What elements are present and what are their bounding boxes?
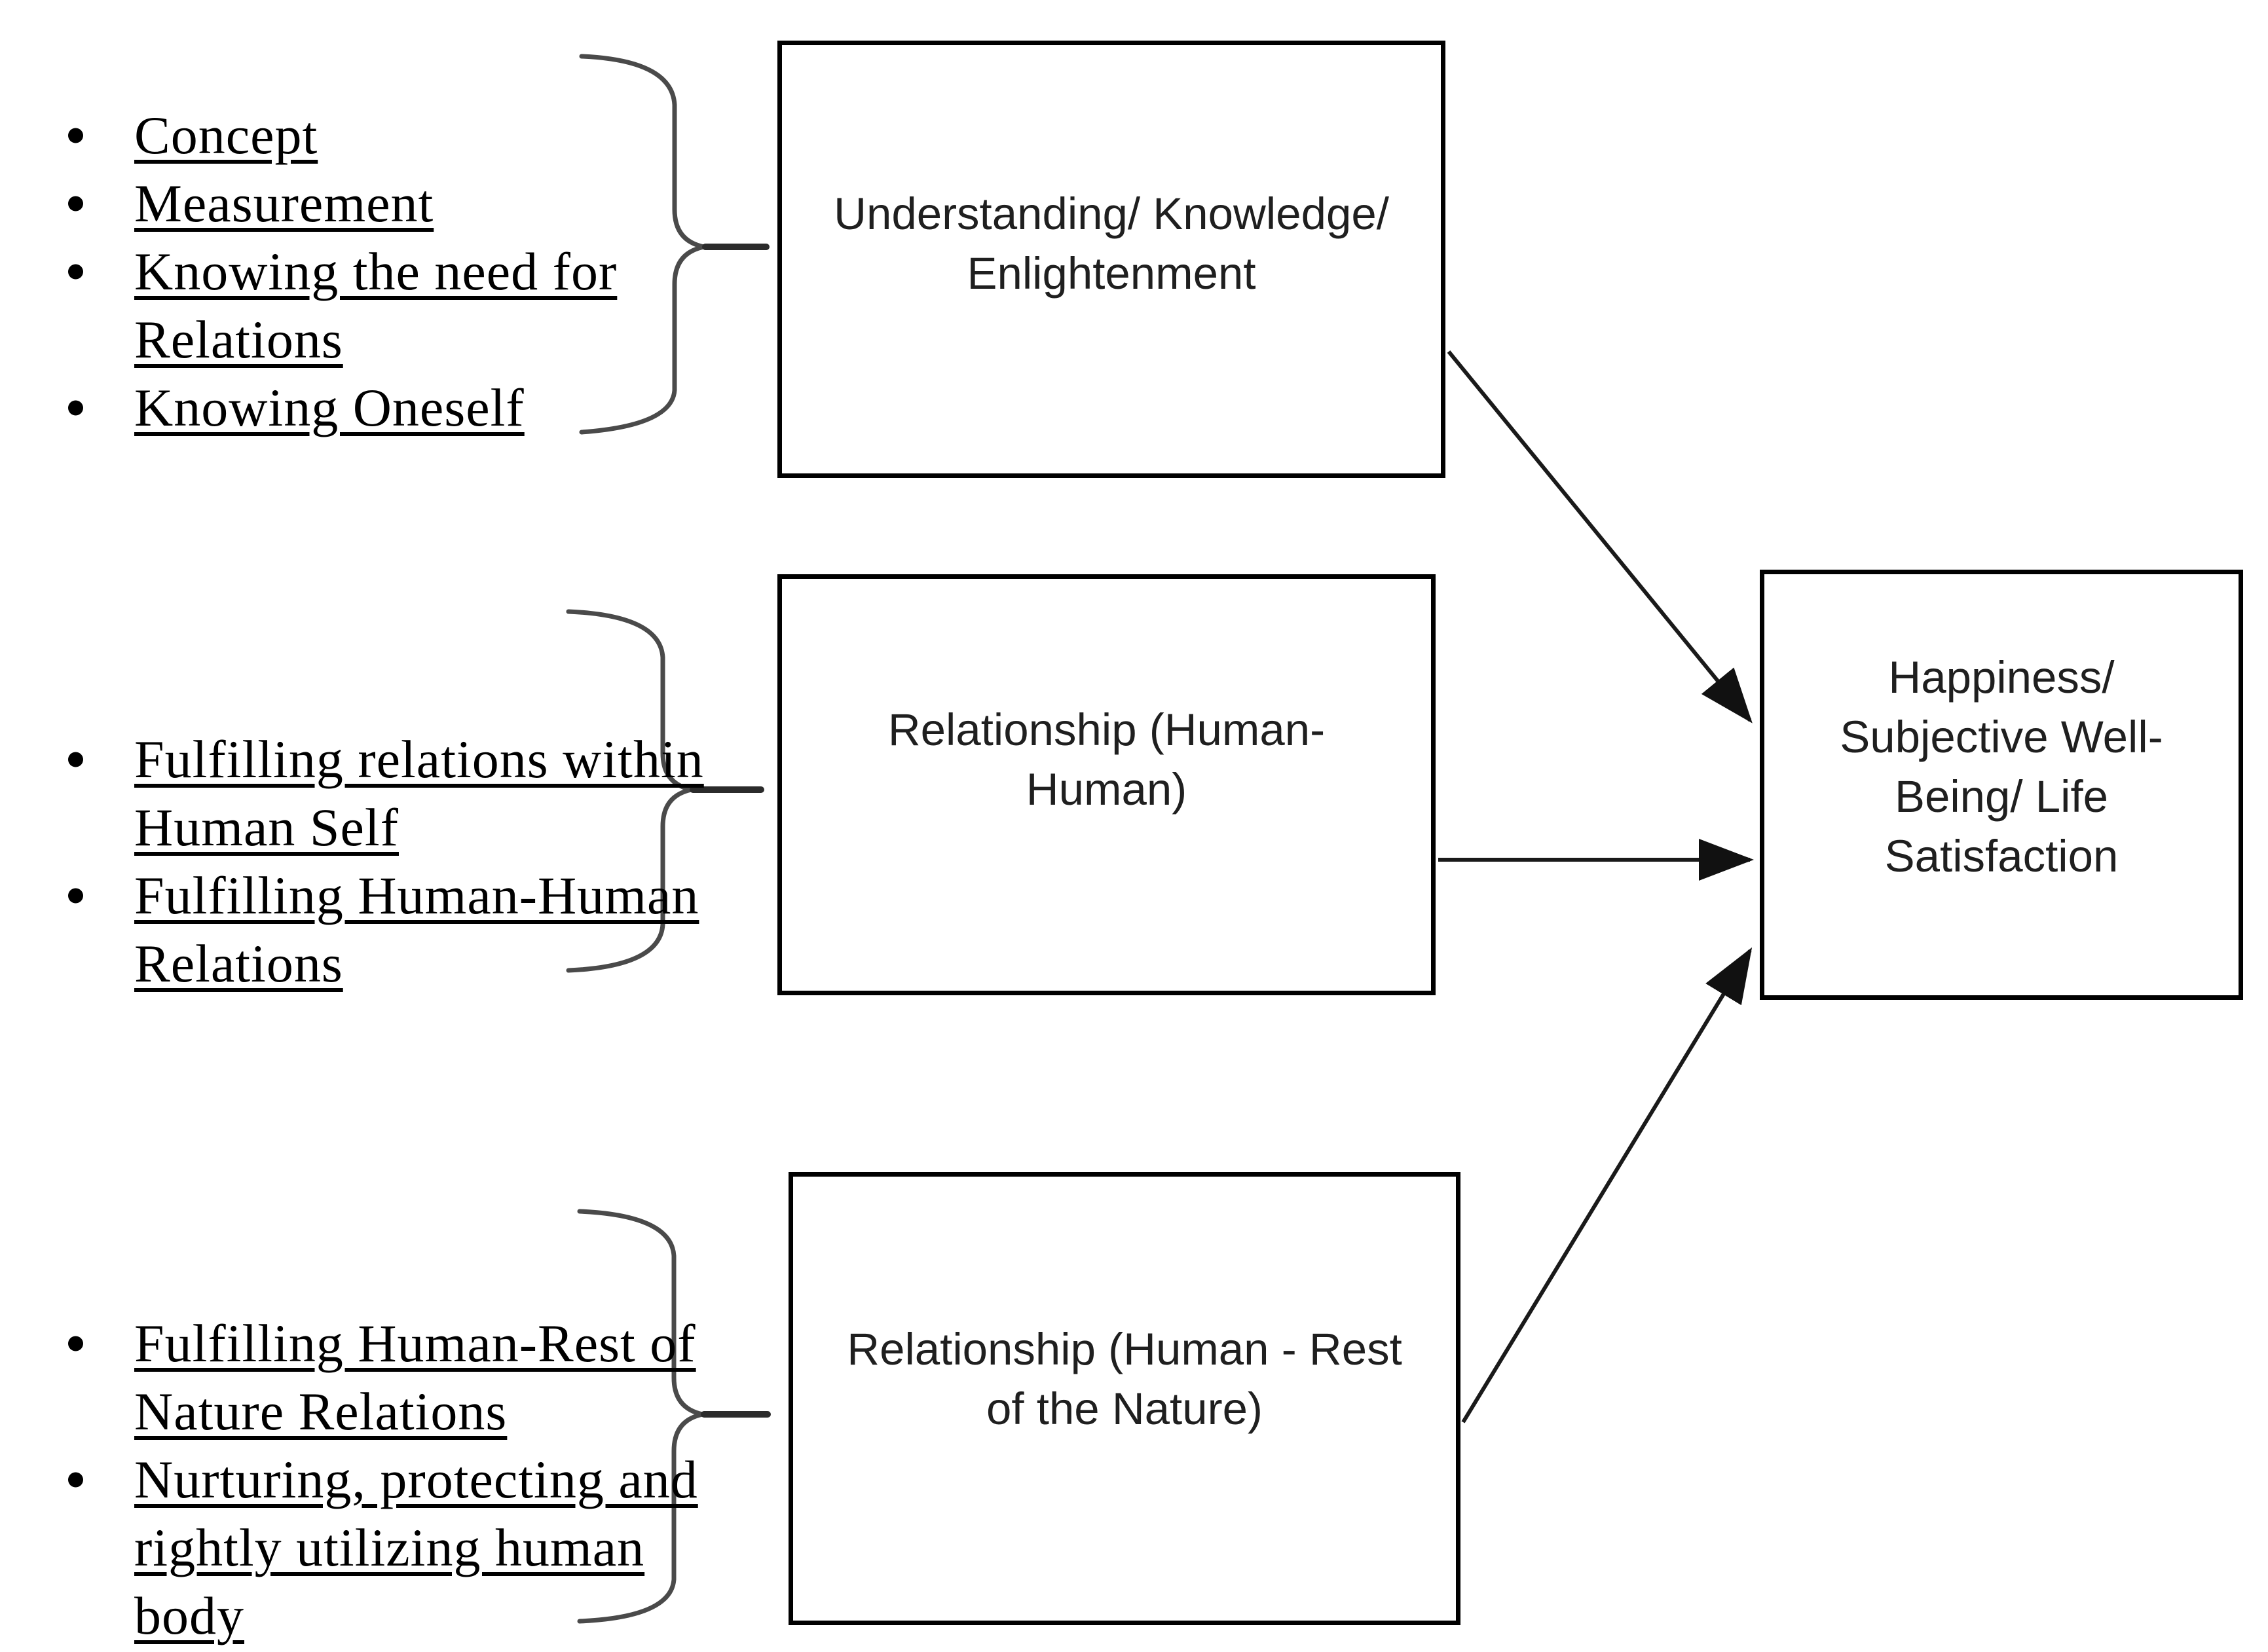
list-item-wrap: Relations [62, 306, 847, 374]
list-item-label: Concept [134, 105, 318, 165]
list-item: Nurturing, protecting and [62, 1446, 847, 1514]
bullet-dot-icon [68, 1336, 83, 1351]
list-item-wrap: Relations [62, 930, 847, 998]
list-item-label: Relations [134, 934, 343, 993]
bullet-dot-icon [68, 196, 83, 211]
list-item-wrap: Human Self [62, 794, 847, 862]
list-item-label: body [134, 1586, 244, 1645]
box-label-line: of the Nature) [986, 1384, 1263, 1434]
arrow-human-nature-to-happiness [1461, 947, 1753, 1423]
bullet-dot-icon [68, 400, 83, 416]
box-label: Understanding/ Knowledge/ Enlightenment [834, 184, 1389, 303]
list-item-label: Knowing Oneself [134, 378, 525, 437]
bullet-group-nature-relations: Fulfilling Human-Rest of Nature Relation… [62, 1310, 847, 1650]
list-item-label: Relations [134, 310, 343, 369]
list-item-label: Human Self [134, 798, 399, 857]
bullet-dot-icon [68, 752, 83, 767]
box-label-line: Happiness/ [1888, 652, 2115, 703]
list-item-label: Fulfilling Human-Rest of [134, 1313, 696, 1373]
list-item-wrap: body [62, 1582, 847, 1650]
bullet-dot-icon [68, 128, 83, 143]
list-item: Fulfilling relations within [62, 725, 847, 794]
bullet-group-knowledge: Concept Measurement Knowing the need for… [62, 101, 847, 442]
box-relationship-human-nature: Relationship (Human - Rest of the Nature… [789, 1172, 1460, 1625]
box-understanding-knowledge-enlightenment: Understanding/ Knowledge/ Enlightenment [777, 41, 1445, 478]
box-label: Relationship (Human- Human) [888, 700, 1325, 819]
box-label-line: Relationship (Human- [887, 704, 1326, 755]
bullet-dot-icon [68, 1472, 83, 1488]
box-label-line: Relationship (Human - Rest [847, 1324, 1402, 1374]
arrow-understanding-to-happiness [1447, 350, 1753, 724]
list-item-label: Fulfilling relations within [134, 729, 704, 789]
list-item: Knowing the need for [62, 238, 847, 306]
box-label: Happiness/ Subjective Well- Being/ Life … [1840, 648, 2163, 886]
box-label-line: Satisfaction [1884, 830, 2119, 881]
list-item-label: rightly utilizing human [134, 1518, 645, 1577]
curly-brace-3 [577, 1209, 771, 1624]
box-label: Relationship (Human - Rest of the Nature… [847, 1319, 1402, 1439]
list-item-label: Nature Relations [134, 1382, 508, 1441]
curly-brace-2 [566, 609, 764, 973]
list-item-wrap: rightly utilizing human [62, 1514, 847, 1582]
list-item-label: Measurement [134, 174, 434, 233]
box-label-line: Human) [1026, 763, 1187, 815]
list-item: Fulfilling Human-Rest of [62, 1310, 847, 1378]
list-item: Concept [62, 101, 847, 170]
list-item-wrap: Nature Relations [62, 1378, 847, 1446]
list-item: Measurement [62, 170, 847, 238]
box-label-line: Understanding/ Knowledge/ [834, 189, 1389, 239]
list-item: Knowing Oneself [62, 374, 847, 442]
bullet-dot-icon [68, 888, 83, 904]
box-label-line: Subjective Well- [1840, 711, 2163, 762]
box-relationship-human-human: Relationship (Human- Human) [777, 574, 1436, 995]
box-label-line: Being/ Life [1894, 771, 2109, 822]
list-item-label: Fulfilling Human-Human [134, 866, 699, 925]
bullet-dot-icon [68, 264, 83, 280]
curly-brace-1 [579, 54, 770, 435]
bullet-group-human-relations: Fulfilling relations within Human Self F… [62, 725, 847, 998]
list-item-label: Nurturing, protecting and [134, 1450, 698, 1509]
list-item: Fulfilling Human-Human [62, 862, 847, 930]
box-label-line: Enlightenment [967, 248, 1256, 299]
box-happiness-wellbeing: Happiness/ Subjective Well- Being/ Life … [1760, 570, 2243, 1000]
list-item-label: Knowing the need for [134, 242, 618, 301]
